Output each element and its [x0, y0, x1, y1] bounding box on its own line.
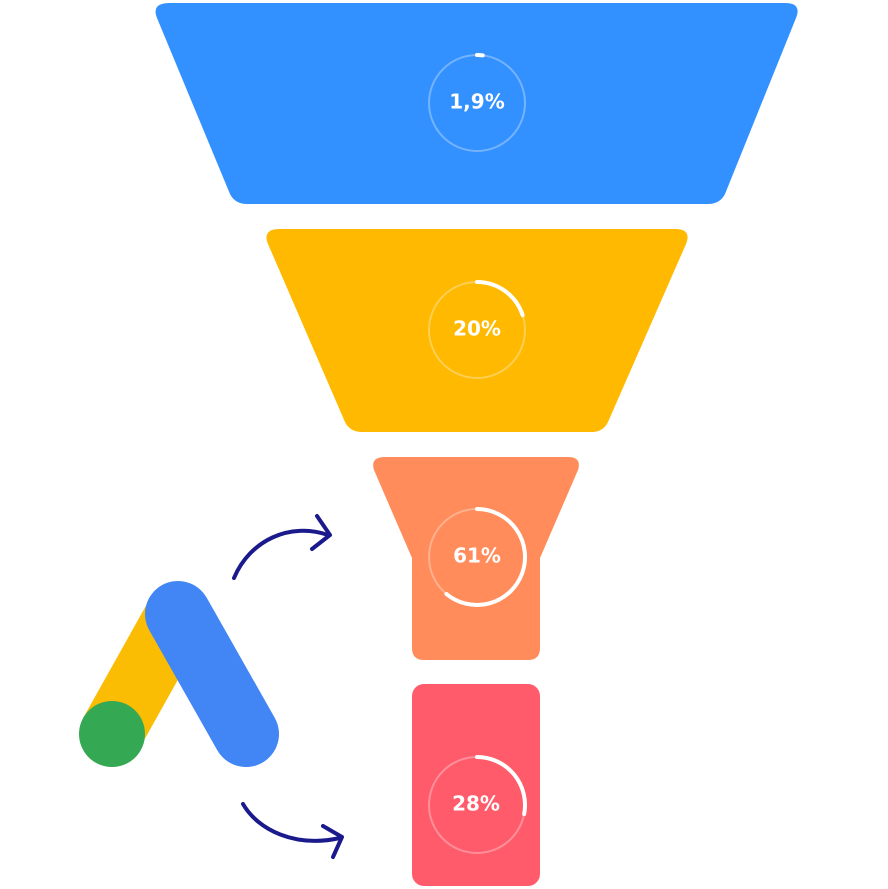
stage-4-percent: 28% [452, 792, 500, 816]
google-ads-logo [79, 581, 279, 767]
funnel-stage-4: 28% [412, 684, 540, 886]
arrow-up-curve [232, 528, 330, 580]
stage-2-percent: 20% [453, 317, 501, 341]
arrow-down-curve [241, 802, 342, 843]
curved-arrow-icon [241, 802, 344, 859]
funnel-segment-1 [155, 3, 798, 204]
progress-ring-4 [428, 755, 527, 854]
funnel-segment-2 [266, 229, 688, 432]
logo-blue-bar [145, 581, 279, 767]
funnel-stage-3: 61% [373, 457, 579, 660]
progress-ring-arc [444, 507, 527, 607]
arrow-down-head [321, 824, 344, 859]
progress-ring-arc [475, 755, 527, 816]
stage-3-percent: 61% [453, 544, 501, 568]
progress-ring-2 [428, 280, 526, 379]
funnel-segment-3 [373, 457, 579, 660]
funnel-stage-1: 1,9% [155, 3, 798, 204]
logo-green-dot [79, 701, 145, 767]
funnel-stage-2: 20% [266, 229, 688, 432]
curved-arrow-icon [232, 514, 332, 580]
progress-ring-arc [475, 280, 525, 318]
funnel-segment-4 [412, 684, 540, 886]
stage-1-percent: 1,9% [449, 90, 504, 114]
progress-ring-3 [428, 507, 527, 607]
progress-ring-1 [428, 53, 526, 152]
arrow-up-head [310, 514, 332, 551]
